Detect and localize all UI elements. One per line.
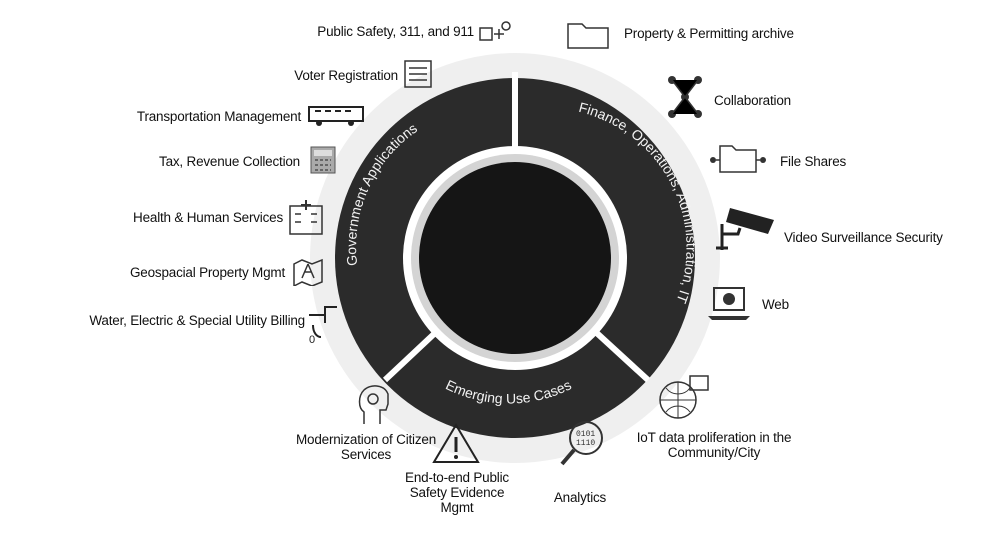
utility-meter-icon: 0: [307, 303, 339, 343]
label-transportation: Transportation Management: [136, 109, 301, 124]
label-iot-data: IoT data proliferation in the Community/…: [636, 430, 792, 460]
svg-text:0: 0: [309, 334, 315, 343]
head-gears-icon: [356, 382, 390, 426]
shared-folder-icon: [708, 140, 768, 176]
center-disc: [419, 162, 611, 354]
label-property-permitting: Property & Permitting archive: [624, 26, 794, 41]
label-geospacial: Geospacial Property Mgmt: [129, 265, 285, 280]
calculator-icon: [309, 145, 337, 175]
security-camera-icon: [714, 204, 778, 252]
label-web: Web: [762, 297, 789, 312]
hospital-building-icon: [288, 198, 324, 236]
label-health-human: Health & Human Services: [133, 210, 283, 225]
phone-network-icon: [478, 18, 512, 44]
folder-archive-icon: [566, 18, 610, 50]
label-end-to-end: End-to-end Public Safety Evidence Mgmt: [405, 470, 509, 515]
people-network-icon: [662, 72, 708, 124]
label-water-electric: Water, Electric & Special Utility Billin…: [89, 313, 305, 328]
label-modernization: Modernization of Citizen Services: [295, 432, 437, 462]
train-icon: [307, 103, 365, 127]
globe-network-icon: [656, 372, 712, 424]
warning-triangle-icon: [432, 422, 480, 464]
svg-text:1110: 1110: [576, 439, 595, 448]
label-tax-revenue: Tax, Revenue Collection: [159, 154, 300, 169]
label-file-shares: File Shares: [780, 154, 847, 169]
label-public-safety: Public Safety, 311, and 911: [317, 24, 474, 39]
label-analytics: Analytics: [553, 490, 607, 505]
label-video-surveillance: Video Surveillance Security: [784, 230, 943, 245]
svg-text:0101: 0101: [576, 430, 595, 439]
ballot-form-icon: [403, 59, 433, 89]
label-voter-registration: Voter Registration: [294, 68, 398, 83]
label-collaboration: Collaboration: [714, 93, 791, 108]
map-pin-icon: [292, 256, 324, 286]
laptop-globe-icon: [706, 286, 752, 322]
